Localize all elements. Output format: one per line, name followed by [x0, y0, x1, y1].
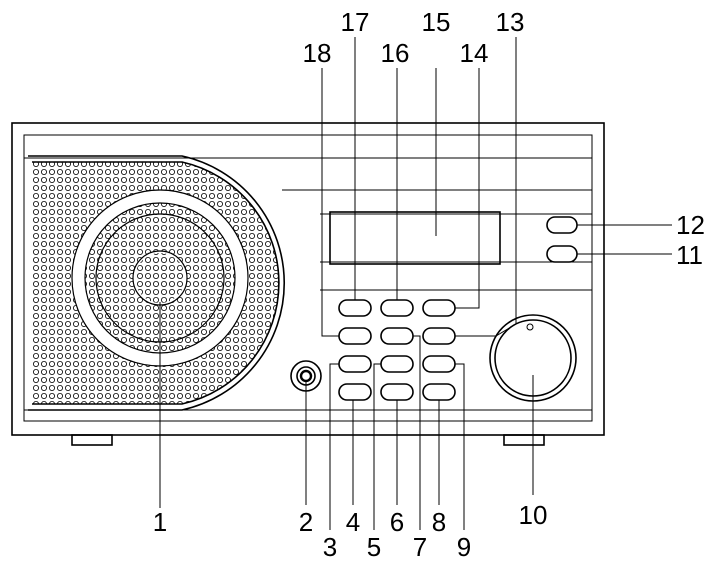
side-buttons [546, 216, 578, 263]
leader-lines [159, 37, 672, 530]
callout-6: 6 [390, 507, 404, 537]
callout-3: 3 [323, 532, 337, 562]
callout-9: 9 [457, 532, 471, 562]
callout-18: 18 [303, 38, 332, 68]
radio-cabinet [11, 122, 605, 436]
callout-5: 5 [367, 532, 381, 562]
callout-1: 1 [153, 507, 167, 537]
display-window [329, 211, 501, 265]
callout-15: 15 [422, 7, 451, 37]
callout-4: 4 [346, 507, 360, 537]
callout-10: 10 [519, 500, 548, 530]
callout-13: 13 [496, 7, 525, 37]
control-buttons [338, 299, 456, 401]
callout-labels: 1 2 3 4 5 6 7 8 9 10 11 12 13 14 15 16 1… [153, 7, 705, 562]
callout-11: 11 [676, 240, 703, 270]
speaker-grille [28, 155, 286, 411]
radio-feet [71, 434, 545, 446]
volume-knob [489, 314, 577, 402]
callout-8: 8 [432, 507, 446, 537]
callout-17: 17 [341, 7, 370, 37]
callout-2: 2 [299, 507, 313, 537]
callout-14: 14 [460, 38, 489, 68]
callout-12: 12 [676, 210, 705, 240]
callout-16: 16 [381, 38, 410, 68]
callout-7: 7 [413, 532, 427, 562]
